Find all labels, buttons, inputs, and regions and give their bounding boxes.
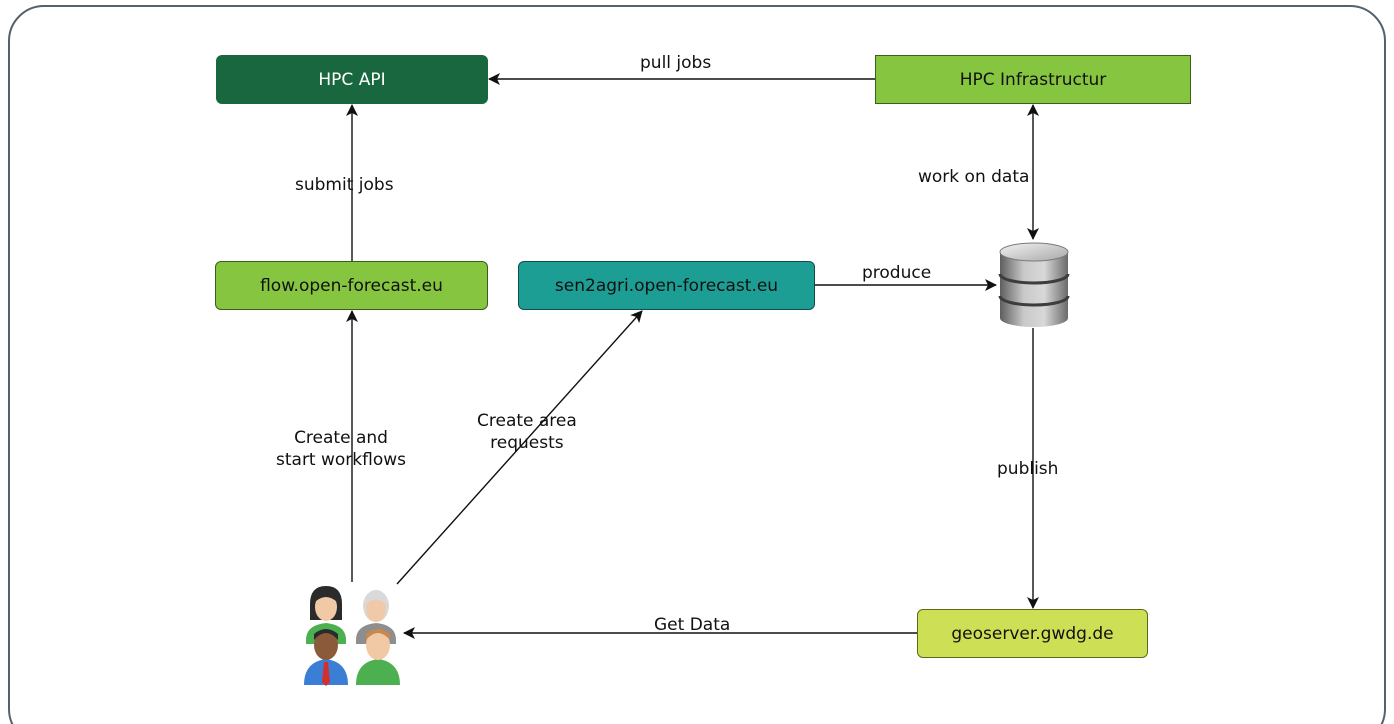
submit-jobs-label: submit jobs <box>295 175 394 195</box>
flow-label: flow.open-forecast.eu <box>260 275 443 296</box>
sen2agri-node[interactable]: sen2agri.open-forecast.eu <box>518 261 815 310</box>
sen2agri-label: sen2agri.open-forecast.eu <box>554 275 779 296</box>
get-data-label: Get Data <box>654 615 731 635</box>
work-on-data-label: work on data <box>918 167 1030 187</box>
create-area-requests-label: Create area requests <box>477 410 577 454</box>
hpc-api-label: HPC API <box>318 69 386 90</box>
create-area-line-1: Create area <box>477 411 577 431</box>
create-area-line-2: requests <box>490 433 564 453</box>
publish-label: publish <box>997 459 1059 479</box>
geoserver-label: geoserver.gwdg.de <box>951 623 1114 644</box>
hpc-infrastructure-label: HPC Infrastructur <box>959 69 1107 90</box>
users-group-icon <box>304 586 400 686</box>
create-workflows-label: Create and start workflows <box>276 427 406 471</box>
arrow-create-area-requests <box>396 310 643 585</box>
flow-node[interactable]: flow.open-forecast.eu <box>215 261 488 310</box>
produce-label: produce <box>862 263 932 283</box>
geoserver-node[interactable]: geoserver.gwdg.de <box>917 609 1148 658</box>
hpc-infrastructure-node[interactable]: HPC Infrastructur <box>875 55 1191 104</box>
pull-jobs-label: pull jobs <box>640 53 712 73</box>
diagram-frame <box>8 5 1386 724</box>
create-workflows-line-1: Create and <box>294 428 388 448</box>
database-icon <box>998 242 1070 327</box>
hpc-api-node[interactable]: HPC API <box>216 55 488 104</box>
create-workflows-line-2: start workflows <box>276 450 407 470</box>
